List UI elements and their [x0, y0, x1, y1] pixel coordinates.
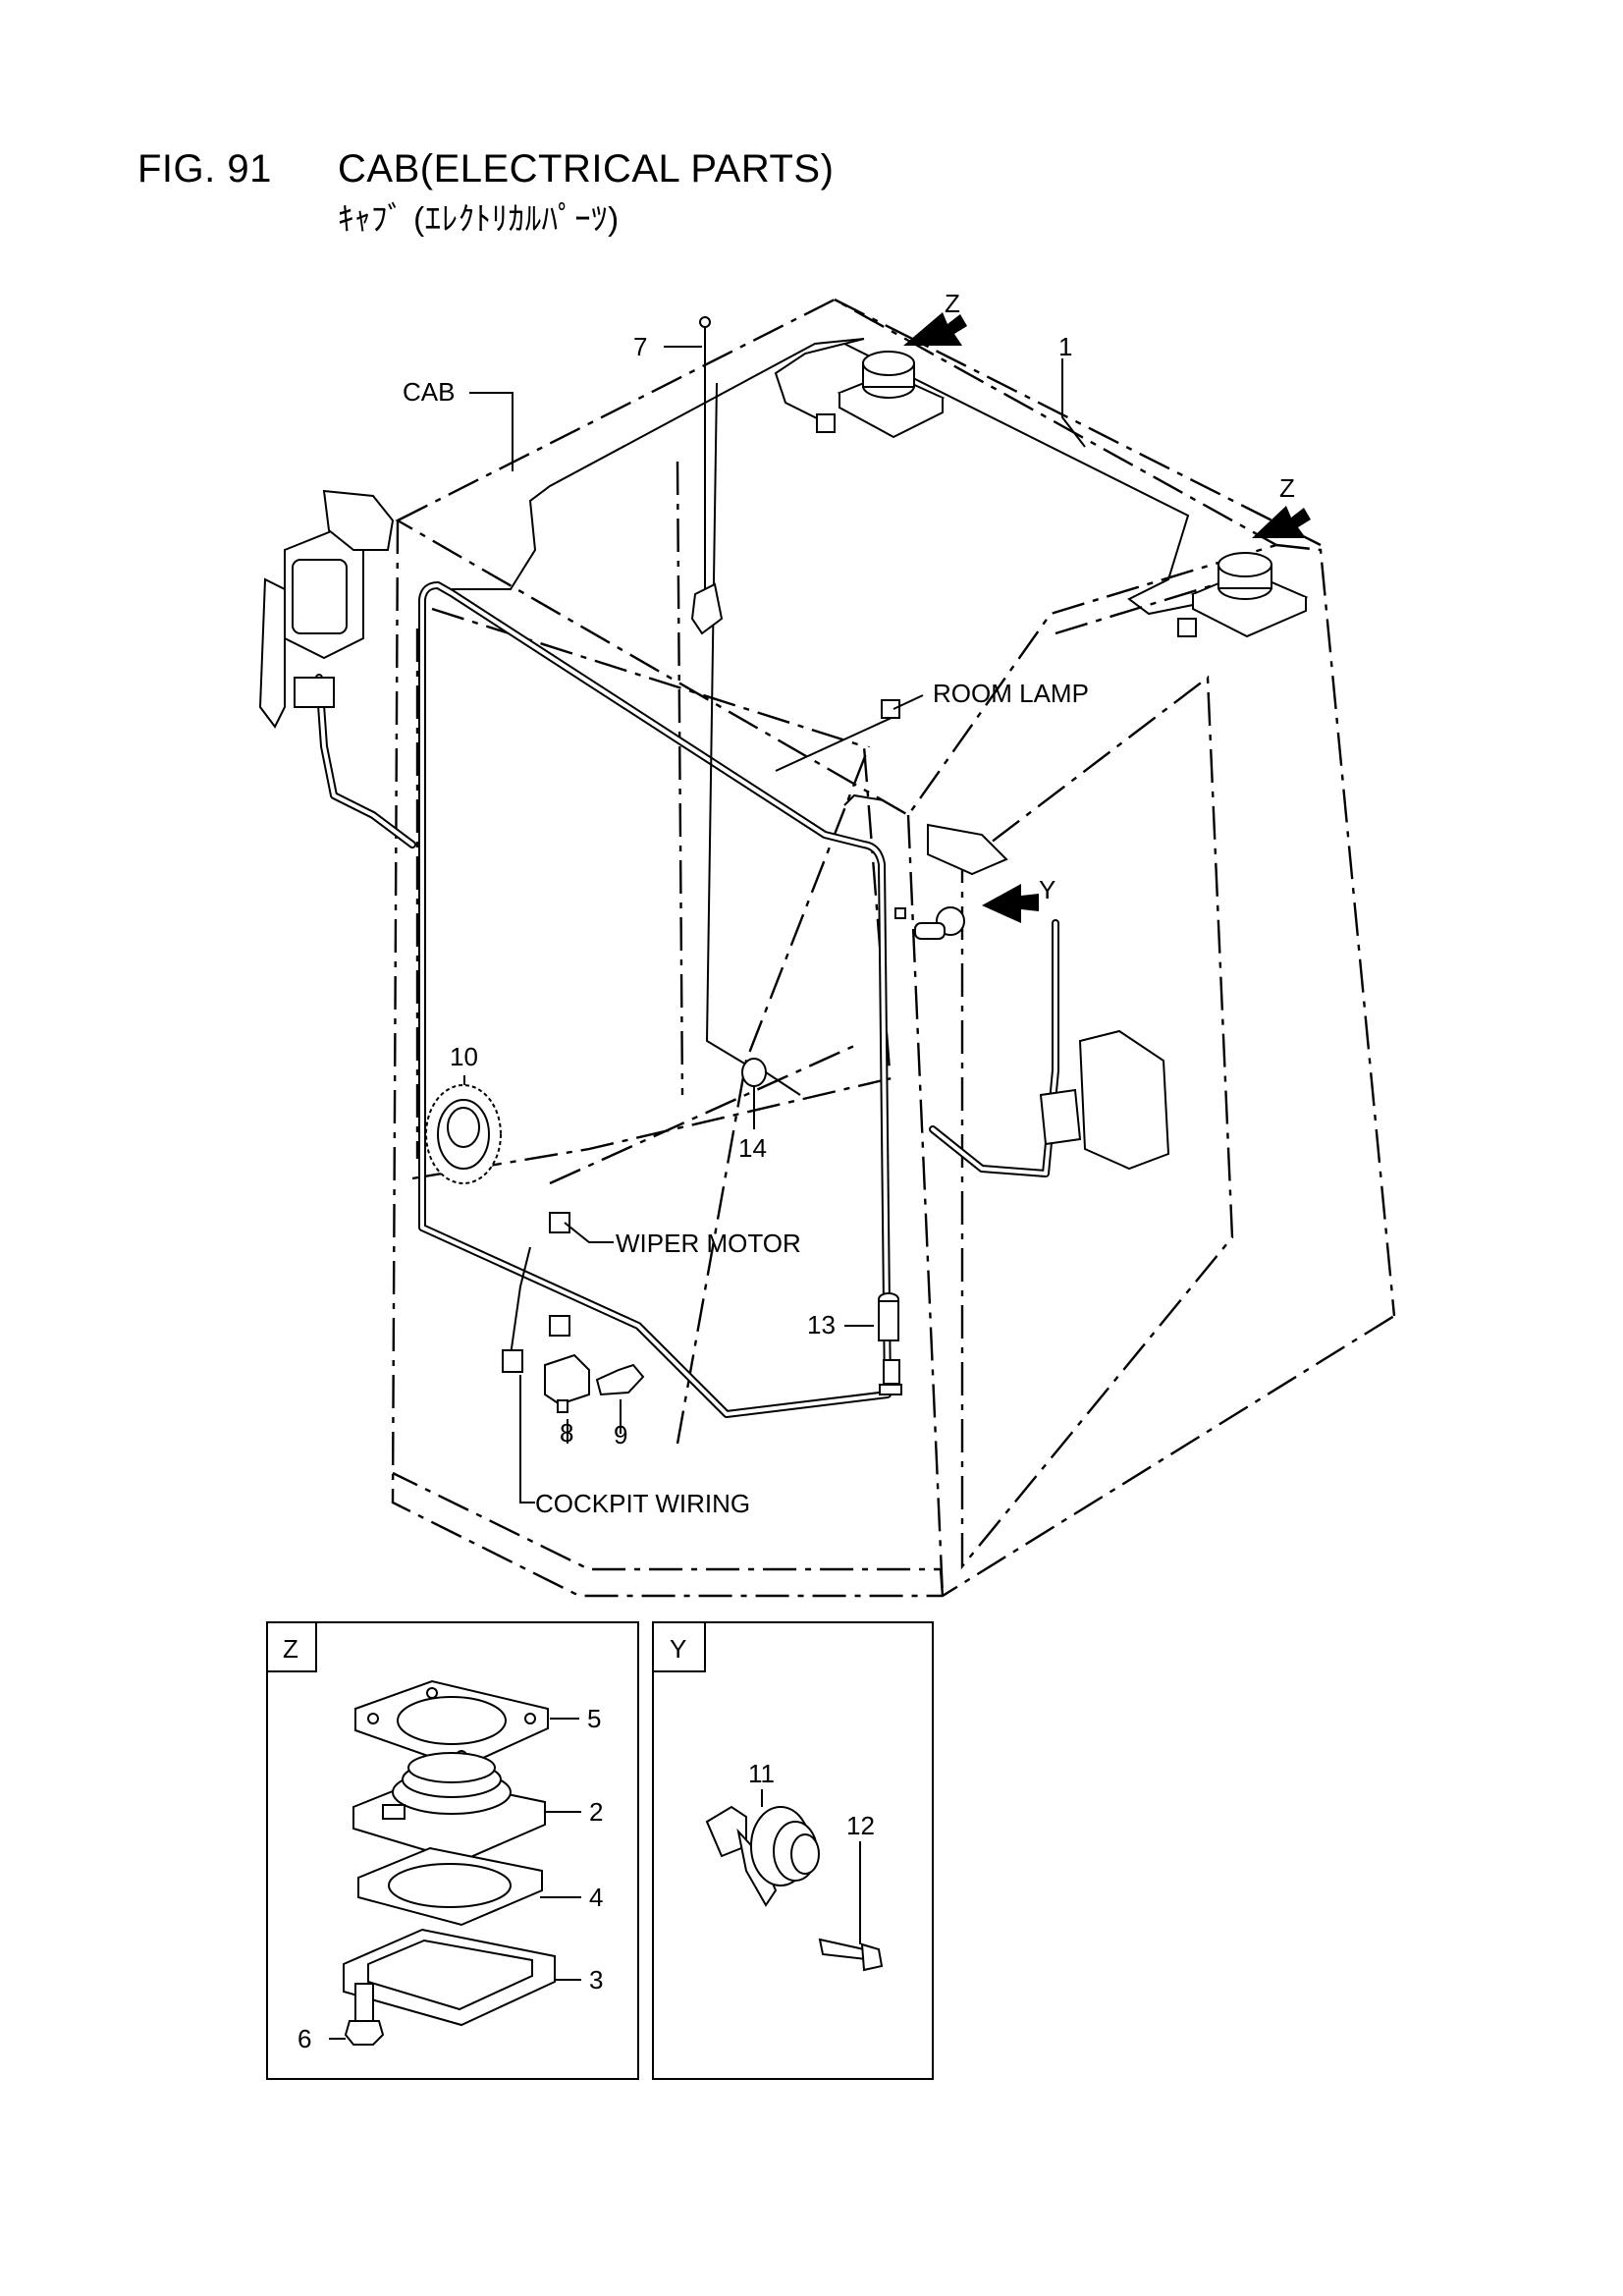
callout-lines: [463, 346, 1086, 1503]
grommet-14: [741, 1058, 801, 1096]
side-mirror-left: [258, 489, 416, 848]
figure-number: FIG. 91: [137, 147, 272, 191]
callout-9: 9: [614, 1420, 627, 1449]
label-room-lamp: ROOM LAMP: [933, 679, 1089, 708]
cab-outline: [391, 298, 1396, 1598]
callout-1: 1: [1058, 332, 1072, 361]
beacon-lamp-right: [1177, 552, 1309, 638]
callout-10: 10: [450, 1042, 478, 1071]
callout-12: 12: [846, 1811, 875, 1840]
detail-z-title: Z: [283, 1634, 298, 1664]
detail-z-panel: Z 5 2 4 3 6: [266, 1621, 639, 2080]
detail-y-title: Y: [670, 1634, 686, 1664]
label-wiper-motor: WIPER MOTOR: [616, 1229, 801, 1258]
marker-z-top: Z: [945, 289, 960, 318]
arrow-z-top-icon: [903, 312, 967, 346]
side-mirror-right: [927, 823, 1170, 1177]
label-cab: CAB: [403, 377, 455, 407]
callout-14: 14: [738, 1133, 767, 1163]
callout-8: 8: [560, 1418, 573, 1448]
callout-5: 5: [587, 1704, 601, 1733]
view-arrows: [903, 312, 1311, 923]
door-switch: [894, 906, 965, 940]
callout-13: 13: [807, 1310, 836, 1339]
arrow-z-right-icon: [1252, 506, 1311, 538]
switch-13: [878, 1292, 902, 1395]
callout-6: 6: [298, 2024, 311, 2053]
callout-11: 11: [748, 1759, 775, 1788]
antenna: [690, 316, 724, 635]
beacon-lamp-top: [816, 351, 946, 439]
detail-y-panel: Y 11 12: [652, 1621, 934, 2080]
arrow-y-icon: [982, 884, 1039, 923]
wire-harness: [418, 338, 1199, 1418]
callout-7: 7: [633, 332, 647, 361]
marker-y: Y: [1039, 875, 1055, 904]
callout-3: 3: [589, 1965, 603, 1995]
speaker-10: [425, 1084, 502, 1184]
connectors-lower: [502, 1212, 645, 1413]
figure-subtitle: ｷｬﾌﾞ (ｴﾚｸﾄﾘｶﾙﾊﾟｰﾂ): [338, 200, 620, 237]
callout-4: 4: [589, 1883, 603, 1912]
figure-title: CAB(ELECTRICAL PARTS): [338, 147, 835, 191]
marker-z-right: Z: [1279, 473, 1295, 503]
callout-2: 2: [589, 1797, 603, 1827]
room-lamp-connector: [881, 699, 900, 719]
label-cockpit-wiring: COCKPIT WIRING: [535, 1489, 750, 1518]
